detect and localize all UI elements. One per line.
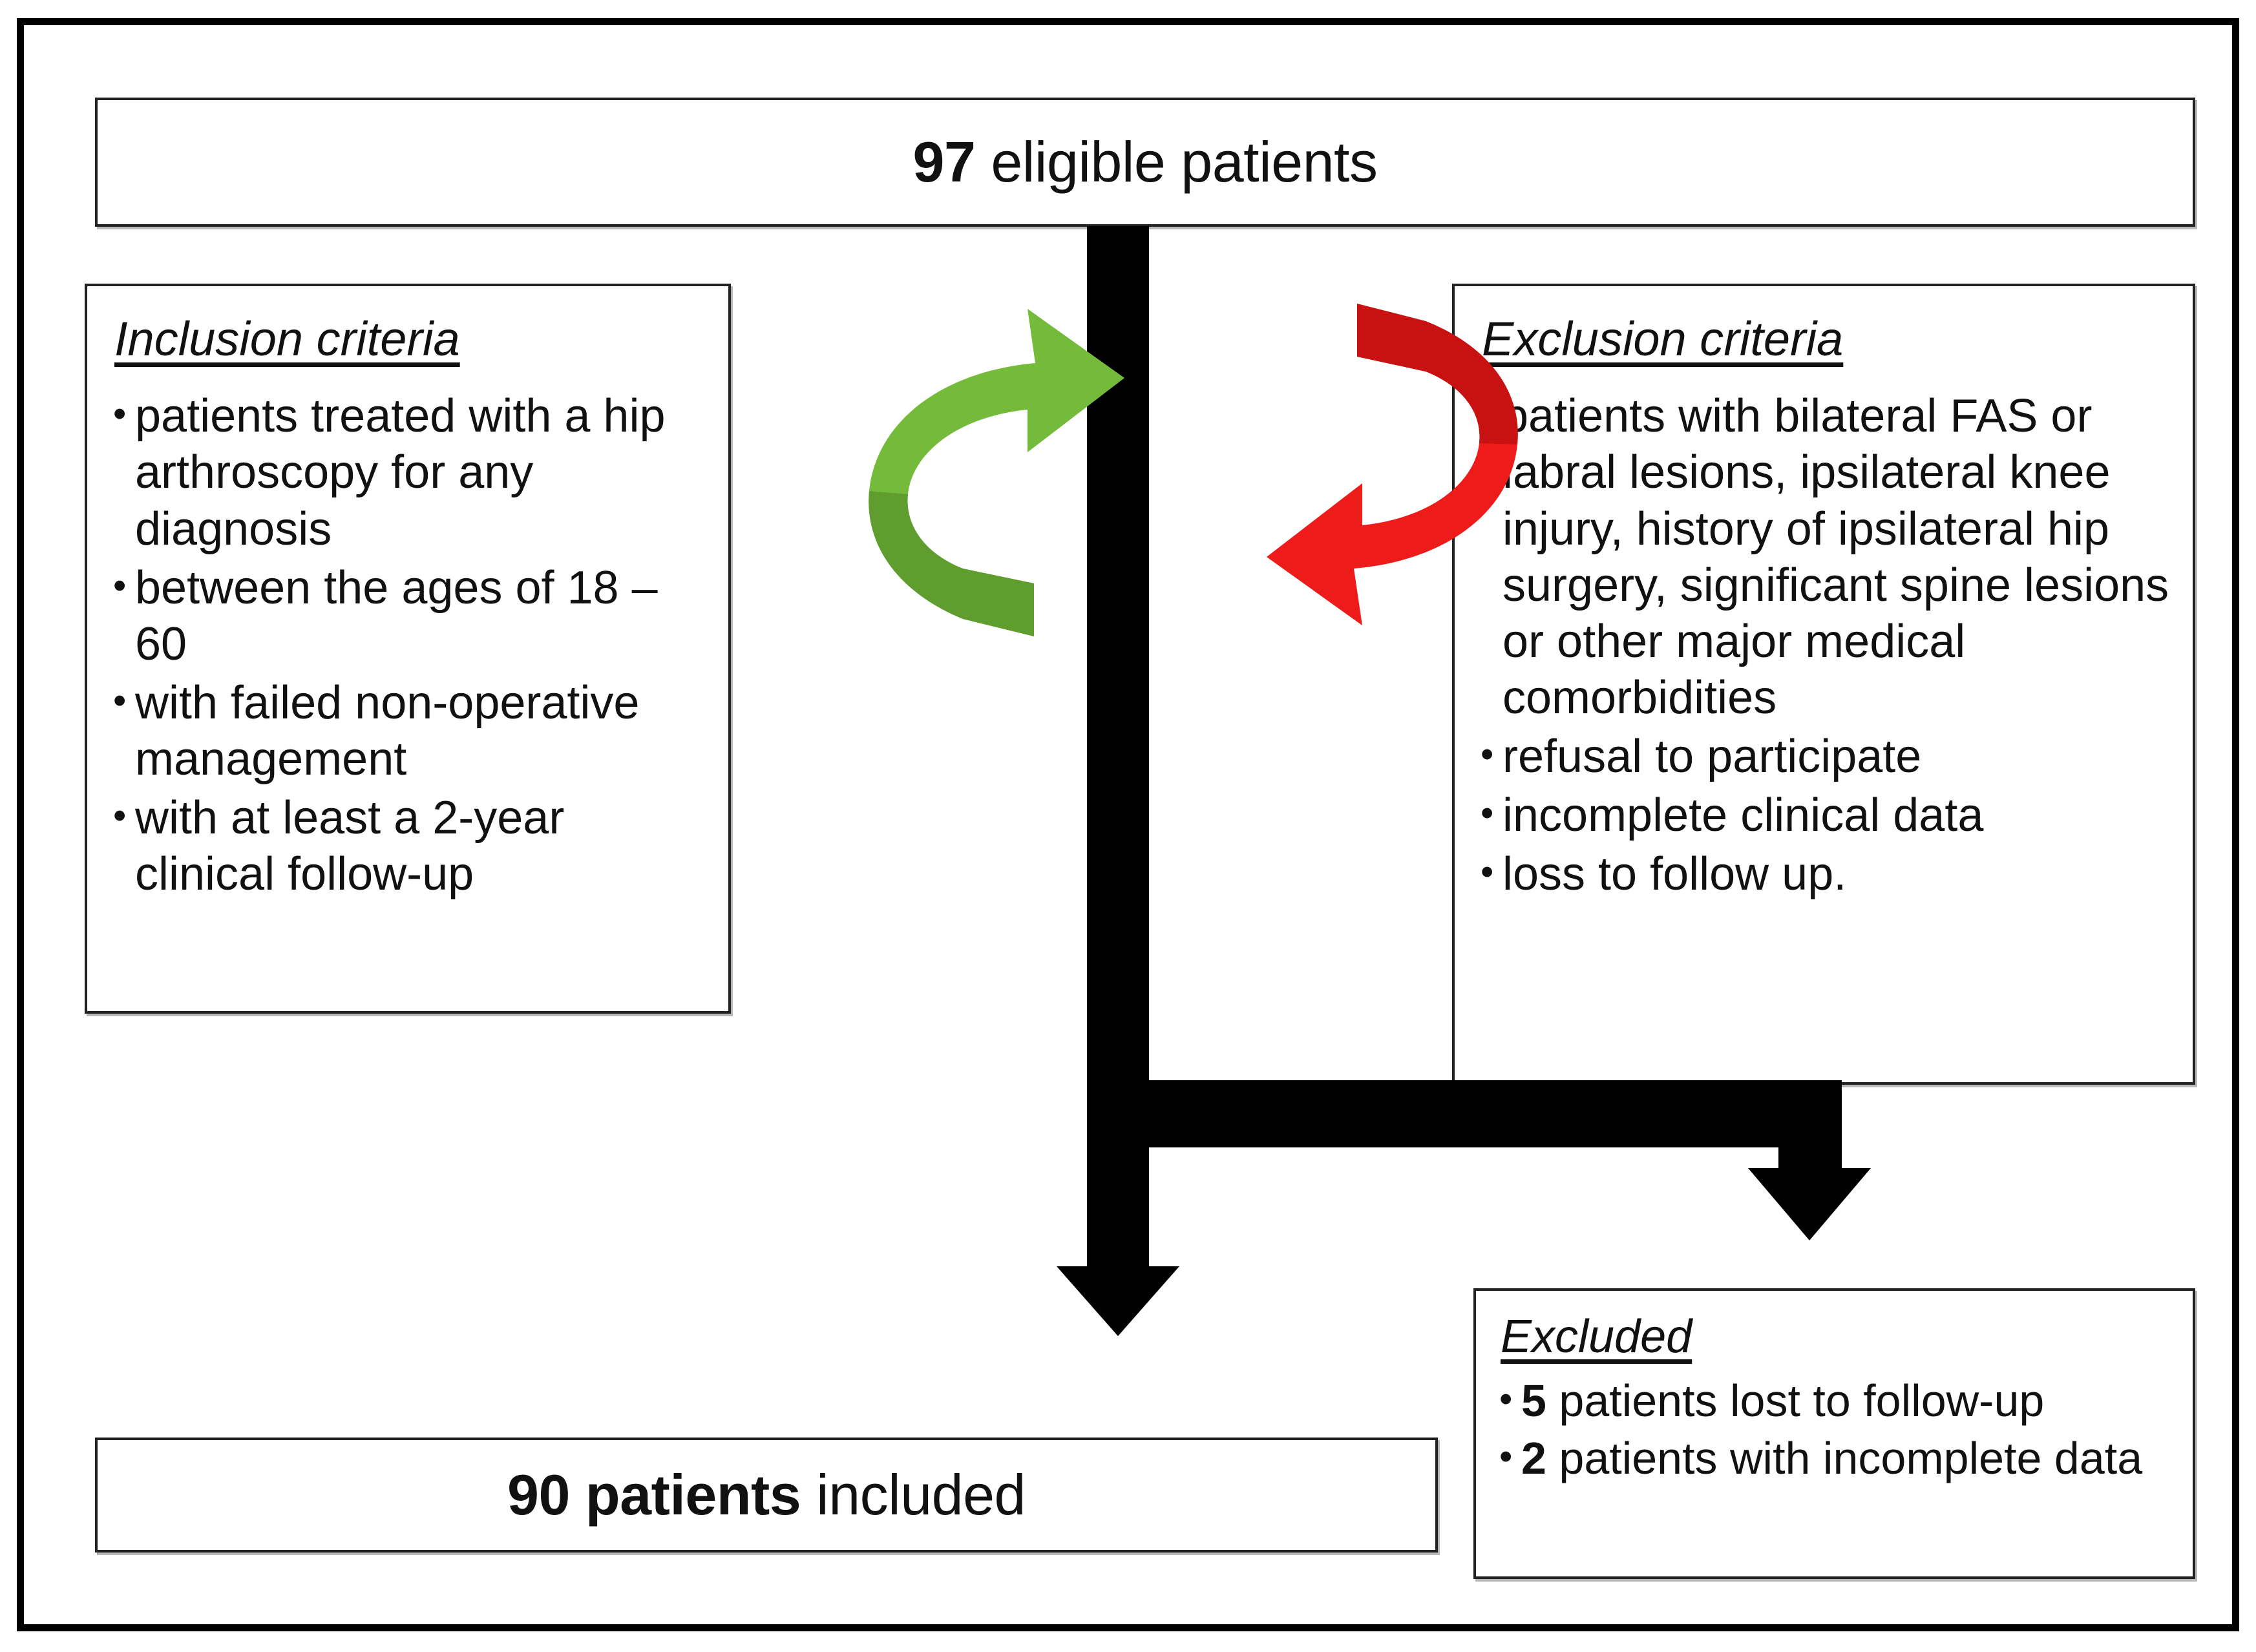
- list-item: with failed non-operative management: [109, 674, 706, 788]
- excluded-title: Excluded: [1501, 1311, 1692, 1363]
- list-item: loss to follow up.: [1477, 845, 2171, 903]
- list-item: patients treated with a hip arthroscopy …: [109, 387, 706, 557]
- list-item: refusal to participate: [1477, 727, 2171, 785]
- eligible-patients-label: eligible patients: [975, 129, 1378, 194]
- inclusion-criteria-list: patients treated with a hip arthroscopy …: [109, 387, 706, 903]
- eligible-patients-box: 97 eligible patients: [95, 98, 2195, 227]
- list-item: incomplete clinical data: [1477, 786, 2171, 844]
- patients-included-text: 90 patients included: [507, 1465, 1026, 1525]
- patients-included-count: 90 patients: [507, 1462, 801, 1527]
- exclusion-criteria-box: Exclusion criteria patients with bilater…: [1452, 284, 2195, 1085]
- list-item: patients with bilateral FAS or labral le…: [1477, 387, 2171, 726]
- excluded-item-text: patients with incomplete data: [1546, 1433, 2143, 1484]
- list-item: with at least a 2-year clinical follow-u…: [109, 789, 706, 903]
- inclusion-criteria-title: Inclusion criteria: [114, 312, 460, 366]
- excluded-item-text: patients lost to follow-up: [1546, 1375, 2045, 1427]
- list-item: between the ages of 18 – 60: [109, 559, 706, 673]
- excluded-list: 5 patients lost to follow-up 2 patients …: [1495, 1372, 2175, 1487]
- inclusion-criteria-box: Inclusion criteria patients treated with…: [85, 284, 731, 1014]
- eligible-patients-text: 97 eligible patients: [913, 132, 1378, 192]
- list-item: 2 patients with incomplete data: [1495, 1430, 2175, 1486]
- patients-included-label: included: [801, 1462, 1026, 1527]
- list-item: 5 patients lost to follow-up: [1495, 1372, 2175, 1428]
- exclusion-criteria-list: patients with bilateral FAS or labral le…: [1477, 387, 2171, 903]
- patients-included-box: 90 patients included: [95, 1438, 1438, 1553]
- excluded-box: Excluded 5 patients lost to follow-up 2 …: [1473, 1288, 2195, 1579]
- eligible-patients-count: 97: [912, 129, 976, 194]
- diagram-outer-frame: 97 eligible patients Inclusion criteria …: [17, 18, 2239, 1631]
- excluded-item-count: 2: [1521, 1433, 1546, 1484]
- exclusion-criteria-title: Exclusion criteria: [1482, 312, 1844, 366]
- excluded-item-count: 5: [1521, 1375, 1546, 1427]
